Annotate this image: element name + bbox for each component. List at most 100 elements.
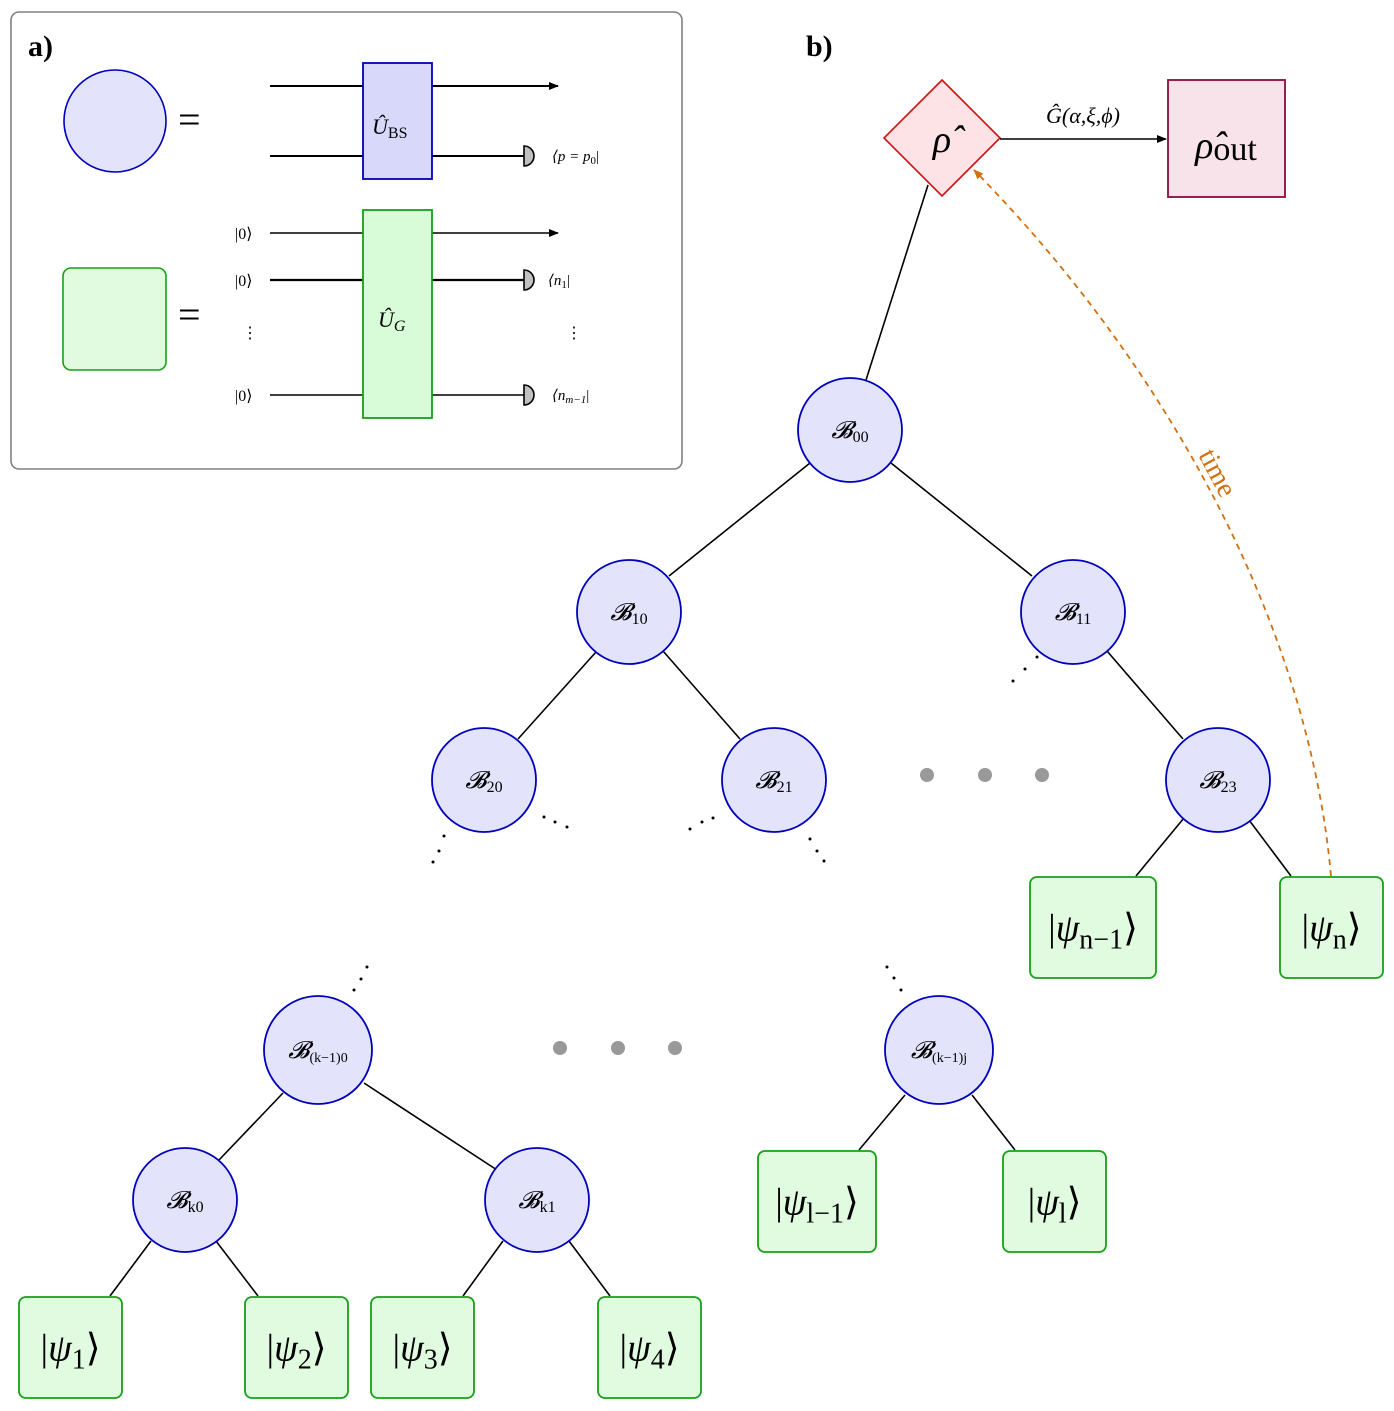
state-label: |ψl⟩ bbox=[1028, 1182, 1082, 1230]
edge-bk10-bk1 bbox=[363, 1082, 498, 1171]
edge-b00-b10 bbox=[668, 462, 811, 577]
bs-unitary-label: ÛBS bbox=[372, 114, 407, 142]
cont-dot bbox=[437, 849, 441, 853]
g-measurement-last: ⟨nm−1| bbox=[552, 388, 589, 406]
cont-dot bbox=[565, 825, 569, 829]
beamsplitter-node: 𝓑k1 bbox=[484, 1147, 590, 1253]
time-arrow bbox=[973, 169, 1332, 877]
ellipsis-dot bbox=[553, 1041, 567, 1055]
g-input-2: |0⟩ bbox=[235, 273, 252, 290]
edge-b23-psin1 bbox=[1135, 817, 1185, 877]
panel-a-frame bbox=[10, 11, 683, 470]
state-label: |ψn−1⟩ bbox=[1048, 908, 1138, 956]
cont-dot bbox=[711, 816, 715, 820]
edge-bk0-psi2 bbox=[215, 1240, 259, 1297]
ellipsis-dot bbox=[920, 768, 934, 782]
node-label: 𝓑00 bbox=[831, 418, 868, 446]
bs-detector-icon bbox=[523, 145, 535, 167]
cont-dot bbox=[885, 965, 889, 969]
beamsplitter-node: 𝓑21 bbox=[721, 727, 827, 833]
panel-a: a) = ÛBS ⟨p = p0| = |0⟩ |0⟩ ⋮ |0⟩ ÛG ⟨n1… bbox=[10, 11, 683, 470]
input-state-box: |ψl⟩ bbox=[1002, 1150, 1107, 1253]
g-input-1: |0⟩ bbox=[235, 226, 252, 243]
cont-dot bbox=[822, 859, 826, 863]
input-state-box: |ψn⟩ bbox=[1279, 876, 1384, 979]
rho-diamond bbox=[882, 78, 1002, 198]
node-legend-circle bbox=[63, 69, 167, 173]
beamsplitter-node: 𝓑11 bbox=[1020, 559, 1126, 665]
edge-b10-b21 bbox=[662, 650, 741, 740]
g-input-last: |0⟩ bbox=[235, 388, 252, 405]
big-ellipsis-lower bbox=[553, 1041, 682, 1055]
cont-dot bbox=[892, 976, 896, 980]
input-state-box: |ψ2⟩ bbox=[244, 1296, 349, 1399]
bs-unitary-box bbox=[362, 62, 433, 180]
node-circle bbox=[884, 995, 994, 1105]
tree-edges bbox=[109, 184, 1292, 1297]
panel-b-label: b) bbox=[806, 30, 833, 63]
cont-dot bbox=[431, 860, 435, 864]
input-state-box: |ψ4⟩ bbox=[597, 1296, 702, 1399]
beamsplitter-node: 𝓑20 bbox=[431, 727, 537, 833]
edge-bk1-psi4 bbox=[568, 1240, 611, 1297]
gate-label: Ĝ(α,ξ,ϕ) bbox=[1046, 103, 1120, 128]
time-label: time bbox=[1192, 444, 1243, 502]
node-circle bbox=[263, 995, 373, 1105]
g-measurement-dots: ⋮ bbox=[566, 325, 582, 342]
cont-dot bbox=[542, 815, 546, 819]
node-circle bbox=[721, 727, 827, 833]
equals-sign-g: = bbox=[178, 292, 201, 337]
state-rect bbox=[18, 1296, 123, 1399]
beamsplitter-node: 𝓑10 bbox=[576, 559, 682, 665]
node-circle bbox=[797, 377, 903, 483]
edge-b11-b23 bbox=[1106, 650, 1184, 740]
state-label: |ψ4⟩ bbox=[619, 1328, 679, 1376]
edge-b10-b20 bbox=[517, 651, 597, 740]
g-unitary-box bbox=[362, 209, 433, 419]
node-circle bbox=[1165, 727, 1271, 833]
beamsplitter-node: 𝓑(k−1)j bbox=[884, 995, 994, 1105]
input-state-box: |ψl−1⟩ bbox=[757, 1150, 877, 1253]
cont-dot bbox=[700, 820, 704, 824]
input-state-box: |ψ3⟩ bbox=[370, 1296, 475, 1399]
cont-dot bbox=[365, 965, 369, 969]
state-label: |ψn⟩ bbox=[1301, 908, 1361, 956]
cont-dot bbox=[1011, 679, 1015, 683]
g-input-dots: ⋮ bbox=[242, 325, 258, 342]
input-state-box: |ψ1⟩ bbox=[18, 1296, 123, 1399]
g-detector-last-icon bbox=[523, 384, 535, 406]
rho-out-label: ρ̂out bbox=[1194, 125, 1257, 168]
state-rect bbox=[1002, 1150, 1107, 1253]
state-rect bbox=[244, 1296, 349, 1399]
edge-b23-psin bbox=[1248, 819, 1292, 877]
panel-a-label: a) bbox=[28, 30, 53, 63]
state-rect bbox=[1279, 876, 1384, 979]
state-label: |ψ3⟩ bbox=[392, 1328, 452, 1376]
cont-dot bbox=[1035, 655, 1039, 659]
state-rect bbox=[597, 1296, 702, 1399]
ellipsis-dot bbox=[978, 768, 992, 782]
state-rect bbox=[757, 1150, 877, 1253]
state-rect bbox=[370, 1296, 475, 1399]
state-label: |ψ1⟩ bbox=[40, 1328, 100, 1376]
cont-dot bbox=[688, 827, 692, 831]
big-ellipsis-upper bbox=[920, 768, 1049, 782]
state-label: |ψl−1⟩ bbox=[775, 1182, 859, 1230]
node-circle bbox=[1020, 559, 1126, 665]
g-measurement-1: ⟨n1| bbox=[548, 273, 570, 291]
cont-dot bbox=[442, 834, 446, 838]
cont-dot bbox=[359, 977, 363, 981]
cont-dot bbox=[815, 849, 819, 853]
node-label: 𝓑21 bbox=[755, 768, 792, 796]
ellipsis-dot bbox=[611, 1041, 625, 1055]
ellipsis-dot bbox=[1035, 768, 1049, 782]
ellipsis-dot bbox=[668, 1041, 682, 1055]
state-rect bbox=[1029, 876, 1157, 979]
cont-dot bbox=[808, 837, 812, 841]
bs-measurement-label: ⟨p = p0| bbox=[552, 149, 599, 167]
edge-rho-b00 bbox=[865, 184, 929, 381]
cont-dot bbox=[1023, 667, 1027, 671]
edge-b00-b11 bbox=[890, 462, 1033, 577]
